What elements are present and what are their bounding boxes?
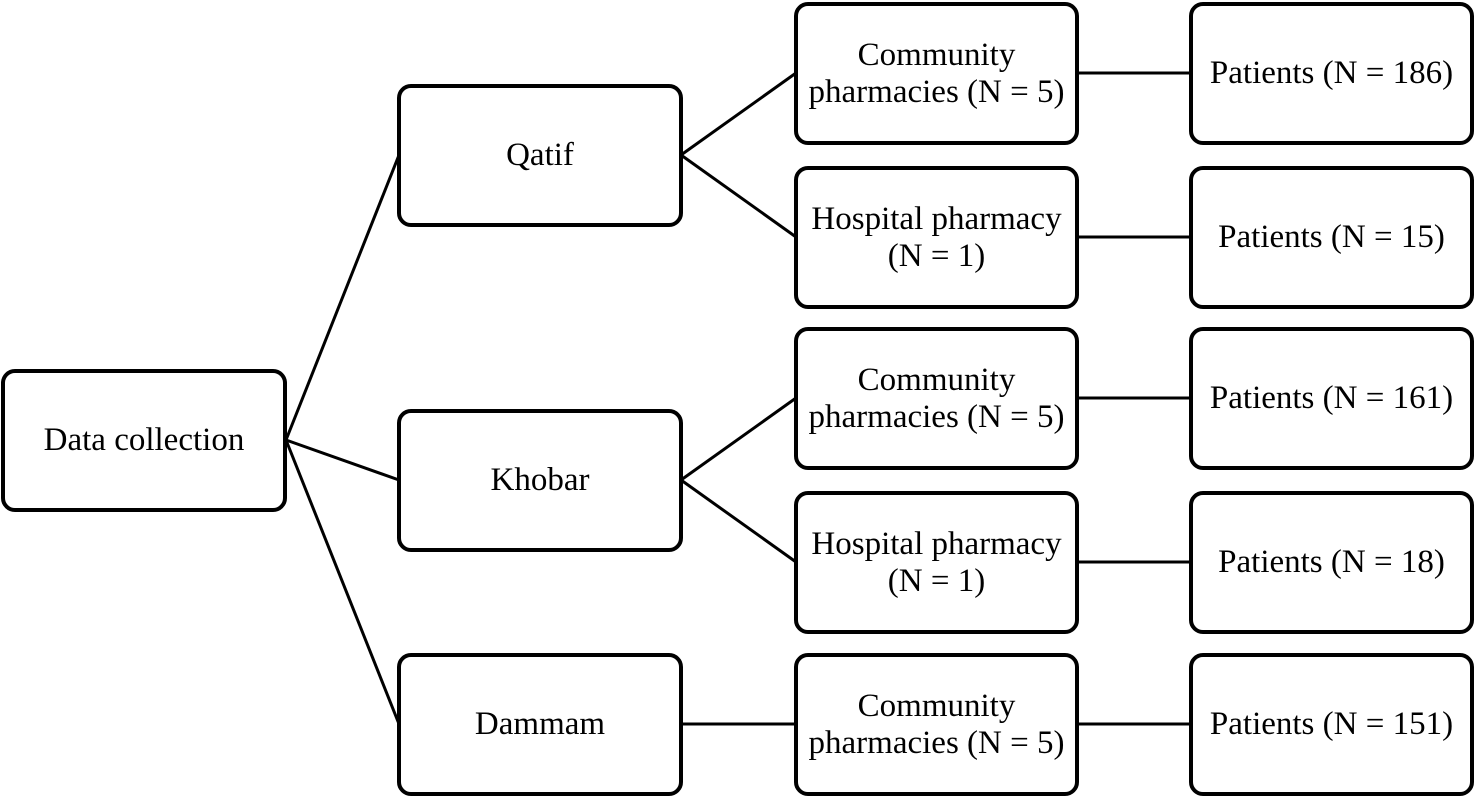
city-node-dammam: Dammam [397,653,683,796]
patients-node-khobar-community: Patients (N = 161) [1189,327,1474,470]
pharmacy-label: Community pharmacies (N = 5) [808,361,1065,435]
edge-root-qatif [284,154,401,441]
city-label: Qatif [506,137,574,173]
patients-label: Patients (N = 151) [1209,706,1454,742]
edge-qatif-community [680,71,797,157]
edge-khobar-community [680,396,797,482]
patients-label: Patients (N = 161) [1209,380,1454,416]
city-label: Khobar [490,462,590,498]
city-label: Dammam [474,706,606,742]
patients-node-khobar-hospital: Patients (N = 18) [1189,491,1474,634]
edge-root-khobar [285,438,400,482]
pharmacy-node-khobar-hospital: Hospital pharmacy (N = 1) [794,491,1079,634]
pharmacy-label: Hospital pharmacy (N = 1) [811,200,1062,274]
pharmacy-label: Community pharmacies (N = 5) [808,687,1065,761]
edge-root-dammam [284,439,401,725]
city-node-qatif: Qatif [397,84,683,227]
pharmacy-node-qatif-hospital: Hospital pharmacy (N = 1) [794,166,1079,309]
pharmacy-node-khobar-community: Community pharmacies (N = 5) [794,327,1079,470]
patients-node-dammam-community: Patients (N = 151) [1189,653,1474,796]
city-node-khobar: Khobar [397,409,683,552]
patients-label: Patients (N = 186) [1209,55,1454,91]
patients-label: Patients (N = 18) [1218,544,1445,580]
pharmacy-node-dammam-community: Community pharmacies (N = 5) [794,653,1079,796]
patients-label: Patients (N = 15) [1218,219,1445,255]
root-node: Data collection [1,369,287,512]
patients-node-qatif-community: Patients (N = 186) [1189,2,1474,145]
patients-node-qatif-hospital: Patients (N = 15) [1189,166,1474,309]
edge-qatif-hospital [680,153,797,239]
pharmacy-label: Community pharmacies (N = 5) [808,36,1065,110]
pharmacy-label: Hospital pharmacy (N = 1) [811,525,1062,599]
root-label: Data collection [43,422,245,458]
pharmacy-node-qatif-community: Community pharmacies (N = 5) [794,2,1079,145]
edge-khobar-hospital [680,478,797,564]
